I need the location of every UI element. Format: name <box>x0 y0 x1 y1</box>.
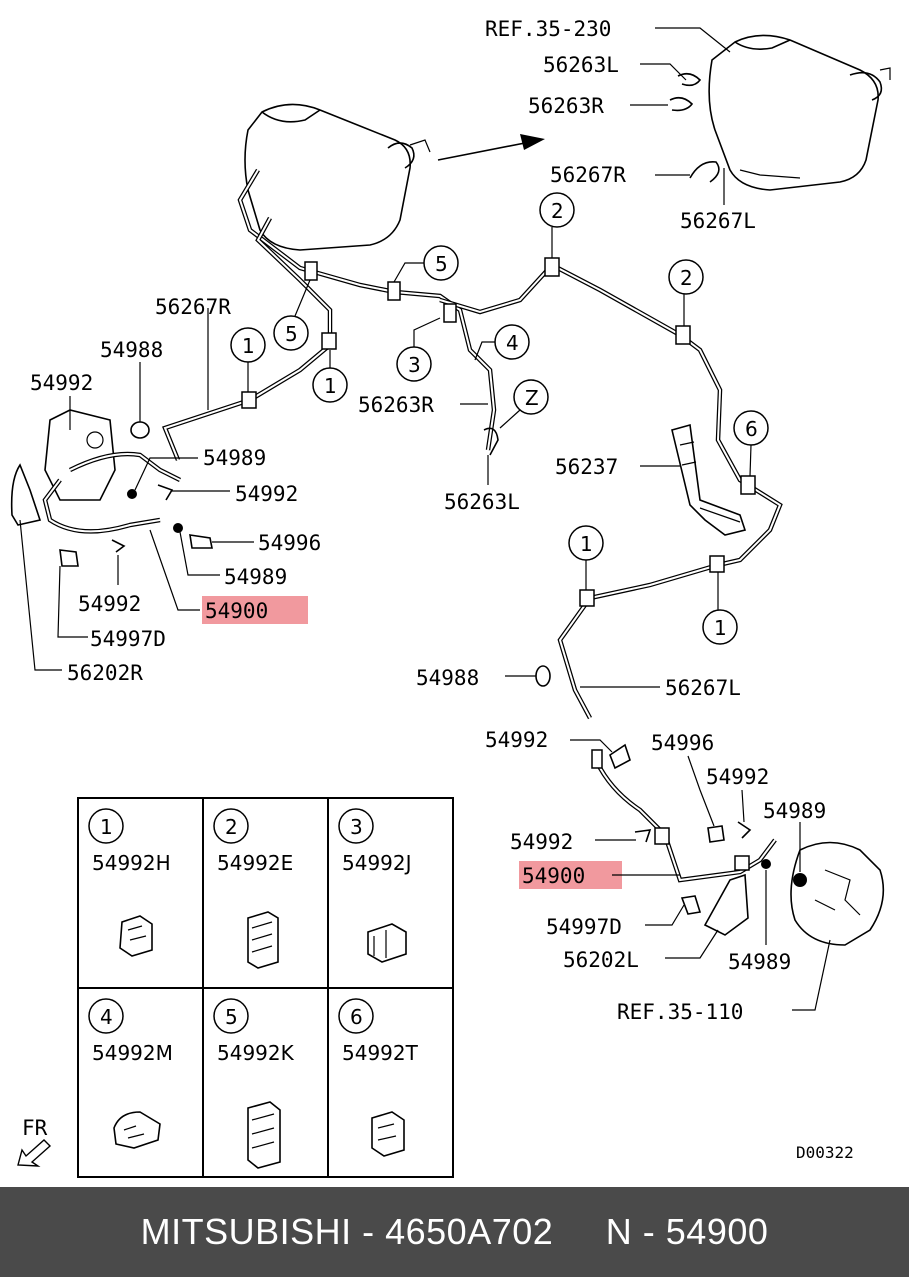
right-caliper-assembly-drawing <box>535 665 885 946</box>
diagram-code: D00322 <box>796 1143 854 1162</box>
label-54989-right1: 54989 <box>763 799 826 823</box>
marker-3: 3 <box>408 353 421 377</box>
marker-1a: 1 <box>242 334 255 358</box>
legend-num: 1 <box>100 815 113 839</box>
marker-1c: 1 <box>580 532 593 556</box>
front-direction-marker: FR <box>17 1116 52 1167</box>
legend-num: 4 <box>100 1005 113 1029</box>
label-54992-left2: 54992 <box>235 482 298 506</box>
left-caliper-assembly-drawing <box>10 409 213 567</box>
legend-num: 6 <box>350 1005 363 1029</box>
legend-num: 3 <box>350 815 363 839</box>
label-ref-35-230: REF.35-230 <box>485 17 611 41</box>
part-footer-banner: MITSUBISHI - 4650A702 N - 54900 <box>0 1187 909 1277</box>
label-54900-right: 54900 <box>522 864 585 888</box>
marker-1d: 1 <box>714 616 727 640</box>
label-54992-left1: 54992 <box>30 371 93 395</box>
marker-2b: 2 <box>680 266 693 290</box>
marker-z: Z <box>525 386 539 410</box>
clip-54992E-icon <box>247 911 279 969</box>
marker-4: 4 <box>506 331 519 355</box>
legend-code: 54992T <box>342 1041 419 1065</box>
label-54996-right: 54996 <box>651 731 714 755</box>
legend-cell-4: 4 54992M <box>88 998 173 1149</box>
clip-54992M-icon <box>113 1111 161 1149</box>
pipe-clips <box>241 257 756 607</box>
legend-cell-5: 5 54992K <box>213 998 295 1169</box>
label-54992-left3: 54992 <box>78 592 141 616</box>
clip-legend-table: 1 54992H 2 54992E 3 54992J <box>77 797 454 1178</box>
clip-54992J-icon <box>367 923 407 963</box>
legend-cell-3: 3 54992J <box>338 808 412 963</box>
legend-code: 54992E <box>217 851 293 875</box>
master-cylinder-ref-drawing <box>708 34 891 191</box>
label-54989-left1: 54989 <box>203 446 266 470</box>
marker-5b: 5 <box>285 322 298 346</box>
highlight-54900-left <box>202 596 308 624</box>
legend-cell-6: 6 54992T <box>338 998 419 1157</box>
master-cylinder-drawing <box>244 103 431 251</box>
label-54988-left: 54988 <box>100 338 163 362</box>
label-56263L-top: 56263L <box>543 53 619 77</box>
label-56267R-top: 56267R <box>550 163 626 187</box>
legend-num: 5 <box>225 1005 238 1029</box>
legend-cell-1: 1 54992H <box>88 808 171 957</box>
label-ref-35-110: REF.35-110 <box>617 1000 743 1024</box>
label-54989-right2: 54989 <box>728 950 791 974</box>
front-marker-label: FR <box>22 1116 48 1140</box>
direction-arrow-icon <box>437 134 545 161</box>
legend-code: 54992M <box>92 1041 173 1065</box>
marker-2a: 2 <box>551 199 564 223</box>
label-54992-right1: 54992 <box>485 728 548 752</box>
label-56237: 56237 <box>555 455 618 479</box>
clip-marker-circles: 2 2 5 5 1 1 3 4 Z 6 1 1 <box>230 192 769 645</box>
label-56263R-mid: 56263R <box>358 393 434 417</box>
label-54996-left: 54996 <box>258 531 321 555</box>
label-54992-right2: 54992 <box>706 765 769 789</box>
marker-5a: 5 <box>435 252 448 276</box>
label-54988-right: 54988 <box>416 666 479 690</box>
marker-1b: 1 <box>324 374 337 398</box>
label-56267L-right: 56267L <box>665 676 741 700</box>
highlight-54900-right <box>519 861 622 889</box>
valve-56237-drawing <box>671 423 747 536</box>
clip-54992K-icon <box>247 1101 281 1169</box>
label-54997D-right: 54997D <box>546 915 622 939</box>
label-54997D-left: 54997D <box>90 627 166 651</box>
legend-code: 54992J <box>342 851 412 875</box>
brake-line-diagram: REF.35-230 56263L 56263R 56267R 56267L <box>10 17 891 1178</box>
clip-54992T-icon <box>371 1111 405 1157</box>
label-56202R-left: 56202R <box>67 661 143 685</box>
main-brake-pipe-bundle <box>162 168 783 720</box>
clip-54992H-icon <box>119 915 153 957</box>
marker-6: 6 <box>745 417 758 441</box>
legend-cell-2: 2 54992E <box>213 808 293 969</box>
label-54992-right3: 54992 <box>510 830 573 854</box>
front-arrow-icon <box>17 1139 52 1167</box>
legend-num: 2 <box>225 815 238 839</box>
label-56202L-right: 56202L <box>563 948 639 972</box>
label-56267R-left: 56267R <box>155 295 231 319</box>
label-56263R-top: 56263R <box>528 94 604 118</box>
legend-code: 54992H <box>92 851 171 875</box>
label-54900-left: 54900 <box>205 599 268 623</box>
label-56263L-mid: 56263L <box>444 490 520 514</box>
label-56267L-top: 56267L <box>680 209 756 233</box>
label-54989-left2: 54989 <box>224 565 287 589</box>
legend-code: 54992K <box>217 1041 295 1065</box>
